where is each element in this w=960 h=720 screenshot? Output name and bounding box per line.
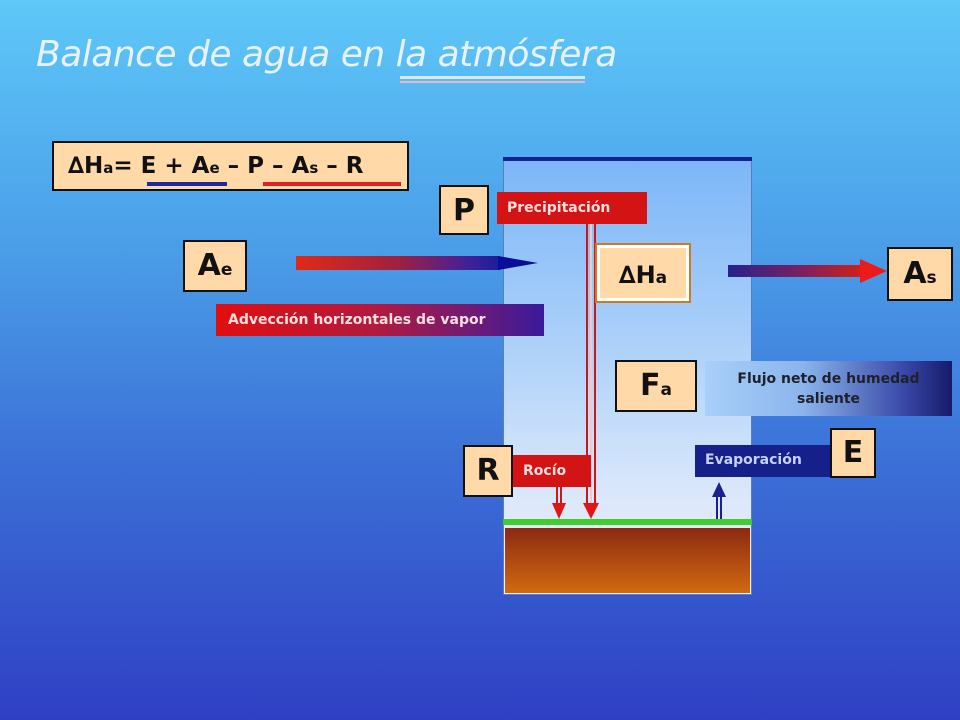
advection-outflow-arrow-shaft (728, 265, 860, 277)
net-flux-box: Fa (615, 360, 697, 412)
equation-term-p-as: – P – A (219, 153, 310, 179)
evaporation-symbol: E (842, 435, 864, 470)
advection-label: Advección horizontales de vapor (216, 304, 544, 336)
net-moisture-flux-label: Flujo neto de humedad saliente (705, 361, 952, 416)
net-moisture-flux-label-line1: Flujo neto de humedad (737, 371, 920, 387)
dew-arrow (552, 486, 566, 519)
water-storage-change-symbol: ∆H (618, 261, 656, 289)
equation-as-sub: s (309, 159, 319, 177)
net-flux-subscript: a (660, 380, 672, 400)
ground-surface (503, 519, 752, 525)
precipitation-label: Precipitación (497, 192, 647, 224)
advection-in-subscript: e (220, 260, 233, 280)
water-storage-change-subscript: a (655, 268, 668, 288)
equation-lhs: ∆H (68, 153, 104, 179)
water-storage-change-box: ∆Ha (595, 243, 691, 303)
precipitation-box: P (439, 185, 489, 235)
advection-in-box: Ae (183, 240, 247, 292)
advection-in-symbol: A (197, 248, 221, 283)
dew-box: R (463, 445, 513, 497)
advection-out-subscript: s (926, 268, 937, 288)
net-moisture-flux-label-line2: saliente (796, 391, 861, 407)
equation-lhs-sub: a (103, 159, 114, 177)
water-balance-equation: ∆Ha= E + Ae – P – As – R (52, 141, 409, 191)
advection-inflow-arrowhead (498, 256, 538, 270)
advection-out-box: As (887, 247, 953, 301)
precipitation-symbol: P (453, 193, 475, 228)
atmosphere-column-top (503, 157, 752, 161)
equation-term-e-ae: = E + A (113, 153, 210, 179)
dew-symbol: R (476, 453, 500, 488)
net-flux-symbol: F (640, 368, 661, 403)
equation-term-r: – R (318, 153, 364, 179)
equation-loss-underline (263, 182, 401, 186)
evaporation-label: Evaporación (695, 445, 840, 477)
soil-layer (505, 528, 750, 593)
advection-inflow-arrow-shaft (296, 256, 500, 270)
advection-outflow-arrowhead (860, 259, 887, 283)
evaporation-box: E (830, 428, 876, 478)
title-underline-shadow (400, 81, 585, 83)
advection-out-symbol: A (903, 256, 927, 291)
evaporation-arrow (712, 482, 726, 519)
page-title: Balance de agua en la atmósfera (36, 34, 617, 75)
equation-ae-sub: e (209, 159, 220, 177)
equation-gain-underline (147, 182, 227, 186)
dew-label: Rocío (513, 455, 591, 487)
title-underline (400, 76, 585, 79)
